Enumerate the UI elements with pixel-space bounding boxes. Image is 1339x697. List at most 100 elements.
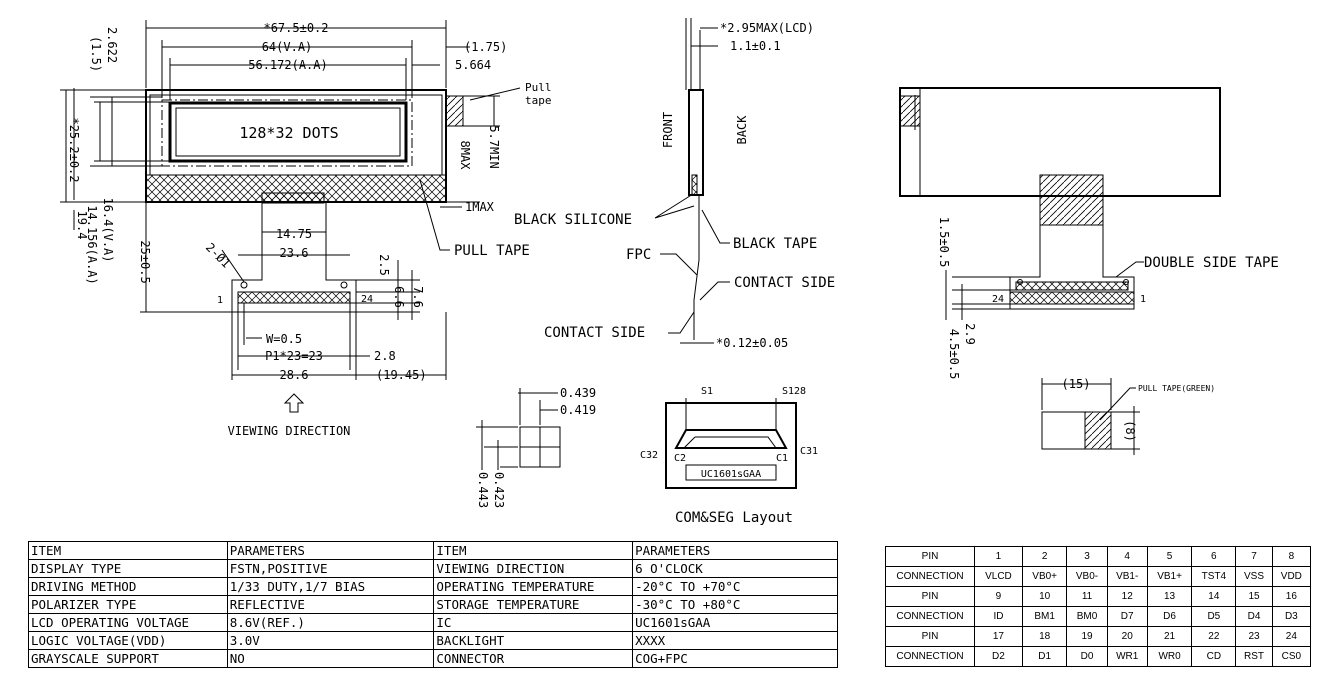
black-tape-label: BLACK TAPE [733,236,817,252]
pin-connection-cell: D1 [1021,646,1068,667]
dim-back-2-9: 2.9 [963,323,977,345]
pin-connection-cell: TST4 [1191,566,1237,587]
fpc-pin24: 24 [361,294,373,305]
dim-fpc-length: 25±0.5 [138,240,152,283]
com-seg-layout: S1 S128 C32 C2 C1 C31 UC1601sGAA COM&SEG… [640,386,818,526]
dim-right-aa: 5.664 [455,58,491,72]
pin-connection-cell: BM1 [1021,606,1068,627]
dim-2-8: 2.8 [374,349,396,363]
spec-item-cell: LOGIC VOLTAGE(VDD) [28,631,228,650]
pull-tape-callout: PULL TAPE [454,243,530,259]
back-ic [1039,174,1104,226]
black-silicone-label: BLACK SILICONE [514,212,632,228]
ic-chip [261,192,325,204]
s1-label: S1 [701,386,713,397]
pin-number-cell: 10 [1021,586,1068,607]
pin-number-cell: 11 [1066,586,1108,607]
dim-overall-width: *67.5±0.2 [263,21,328,35]
pin-number-cell: 2 [1021,546,1068,567]
dim-1max: 1MAX [465,200,495,214]
pin-number-cell: 13 [1146,586,1193,607]
dim-0-439: 0.439 [560,386,596,400]
dim-2-622: 2.622 [105,27,119,63]
pull-tape-label-2: tape [525,94,552,107]
pin-connection-cell: D4 [1235,606,1273,627]
dim-0-443: 0.443 [476,472,490,508]
pin-connection-cell: VB1- [1106,566,1148,587]
spec-item-cell: LCD OPERATING VOLTAGE [28,613,228,632]
double-side-tape [1015,281,1129,291]
spec-item-cell: POLARIZER TYPE [28,595,228,614]
dots-label: 128*32 DOTS [239,124,338,142]
dim-w: W=0.5 [266,332,302,346]
pin-number-cell: 17 [974,626,1023,647]
pin-connection-cell: VSS [1235,566,1273,587]
spec-item-cell: VIEWING DIRECTION [433,559,634,578]
pin-number-cell: 23 [1235,626,1273,647]
c32-label: C32 [640,450,658,461]
dim-5-7min: 5.7MIN [487,125,501,168]
pin-connection-cell: WR0 [1146,646,1193,667]
spec-item-cell: DISPLAY TYPE [28,559,228,578]
pin-number-cell: 3 [1066,546,1108,567]
double-side-tape-label: DOUBLE SIDE TAPE [1144,255,1279,271]
pin-connection-cell: VDD [1271,566,1312,587]
back-pin1: 1 [1140,294,1146,305]
pin-connection-cell: VB0+ [1021,566,1068,587]
pin-connection-cell: D7 [1106,606,1148,627]
s128-label: S128 [782,386,806,397]
back-pin24: 24 [992,294,1004,305]
pull-tape-detail: (15) (8) PULL TAPE(GREEN) [1041,377,1215,455]
spec-item-cell: IC [433,613,634,632]
spec-param-cell: -20°C TO +70°C [632,577,838,596]
dim-0-12: *0.12±0.05 [716,336,788,350]
pin-row-label: CONNECTION [885,646,975,667]
dim-tape-width: (15) [1062,377,1091,391]
dim-va-width: 64(V.A) [262,40,313,54]
pin-connection-cell: BM0 [1066,606,1108,627]
dim-1-1: 1.1±0.1 [730,39,781,53]
spec-param-cell: FSTN,POSITIVE [226,559,435,578]
dim-14-75: 14.75 [276,227,312,241]
contact-side-left: CONTACT SIDE [544,325,645,341]
pin-connection-cell: WR1 [1106,646,1148,667]
holes-label: 2-Ø1 [203,240,233,270]
spec-param-cell: COG+FPC [632,649,838,668]
pin-row-label: CONNECTION [885,606,975,627]
pin-number-cell: 20 [1106,626,1148,647]
pin-connection-cell: D2 [974,646,1023,667]
pin-number-cell: 15 [1235,586,1273,607]
dim-23-6: 23.6 [280,246,309,260]
spec-param-cell: -30°C TO +80°C [632,595,838,614]
c1-label: C1 [776,453,788,464]
pull-tape-label-1: Pull [525,81,552,94]
fpc-pin1: 1 [217,295,223,306]
pin-number-cell: 14 [1191,586,1237,607]
pin-connection-cell: VB1+ [1146,566,1193,587]
dim-back-4-5: 4.5±0.5 [947,329,961,380]
dim-28-6: 28.6 [280,368,309,382]
back-fpc [1009,225,1135,310]
viewing-direction-arrow [283,393,305,413]
dim-aa-width: 56.172(A.A) [248,58,327,72]
fpc-contacts [237,291,351,304]
com-seg-caption: COM&SEG Layout [675,510,793,526]
pull-tape-green-label: PULL TAPE(GREEN) [1138,384,1215,393]
viewing-area [161,99,413,167]
pin-number-cell: 9 [974,586,1023,607]
pin-number-cell: 1 [974,546,1023,567]
pin-number-cell: 22 [1191,626,1237,647]
pin-number-cell: 24 [1271,626,1312,647]
dim-6-6: 6.6 [392,286,406,308]
fpc-label: FPC [626,247,651,263]
pin-connection-cell: ID [974,606,1023,627]
pin-row-label: PIN [885,626,975,647]
